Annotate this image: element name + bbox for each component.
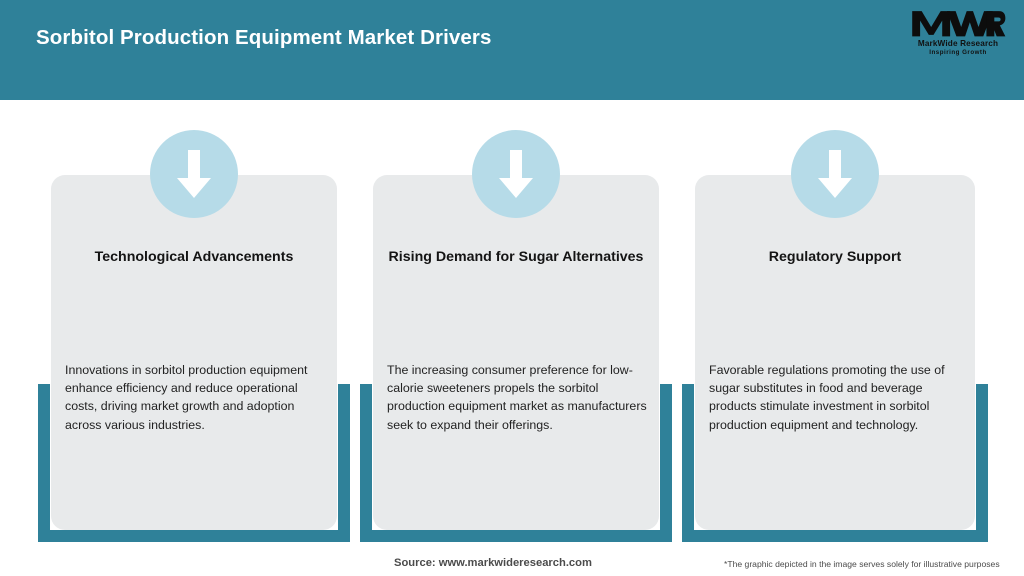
card-badge (472, 130, 560, 218)
card-title: Rising Demand for Sugar Alternatives (388, 249, 644, 265)
card-badge (791, 130, 879, 218)
card-frame-left-bar (38, 384, 50, 542)
logo-company-name: MarkWide Research (917, 39, 999, 48)
brand-logo: MarkWide Research Inspiring Growth (910, 8, 1006, 60)
card-title: Technological Advancements (94, 249, 294, 265)
card-frame-bottom-bar (38, 530, 350, 542)
card-frame-bottom-bar (682, 530, 988, 542)
card-body-text: Favorable regulations promoting the use … (709, 363, 945, 432)
card-panel: Regulatory Support Favorable regulations… (695, 175, 975, 530)
card-panel: Technological Advancements Innovations i… (51, 175, 337, 530)
card-body-text: The increasing consumer preference for l… (387, 363, 647, 432)
logo-tagline: Inspiring Growth (929, 49, 987, 56)
card-frame-right-bar (660, 384, 672, 542)
card-frame-right-bar (976, 384, 988, 542)
driver-card-2[interactable]: Rising Demand for Sugar Alternatives The… (360, 130, 672, 542)
card-frame-bottom-bar (360, 530, 672, 542)
mwr-logo-icon (912, 11, 1006, 37)
card-panel: Rising Demand for Sugar Alternatives The… (373, 175, 659, 530)
down-arrow-icon (177, 150, 211, 198)
card-frame-left-bar (682, 384, 694, 542)
card-frame-right-bar (338, 384, 350, 542)
source-label: Source: www.markwideresearch.com (394, 557, 592, 569)
card-title: Regulatory Support (768, 249, 902, 265)
disclaimer-note: *The graphic depicted in the image serve… (724, 559, 1000, 569)
card-badge (150, 130, 238, 218)
page-title: Sorbitol Production Equipment Market Dri… (36, 26, 492, 49)
header-bar: Sorbitol Production Equipment Market Dri… (0, 0, 1024, 100)
card-body-text: Innovations in sorbitol production equip… (65, 363, 308, 432)
down-arrow-icon (499, 150, 533, 198)
down-arrow-icon (818, 150, 852, 198)
driver-card-1[interactable]: Technological Advancements Innovations i… (38, 130, 350, 542)
card-frame-left-bar (360, 384, 372, 542)
driver-card-3[interactable]: Regulatory Support Favorable regulations… (682, 130, 988, 542)
